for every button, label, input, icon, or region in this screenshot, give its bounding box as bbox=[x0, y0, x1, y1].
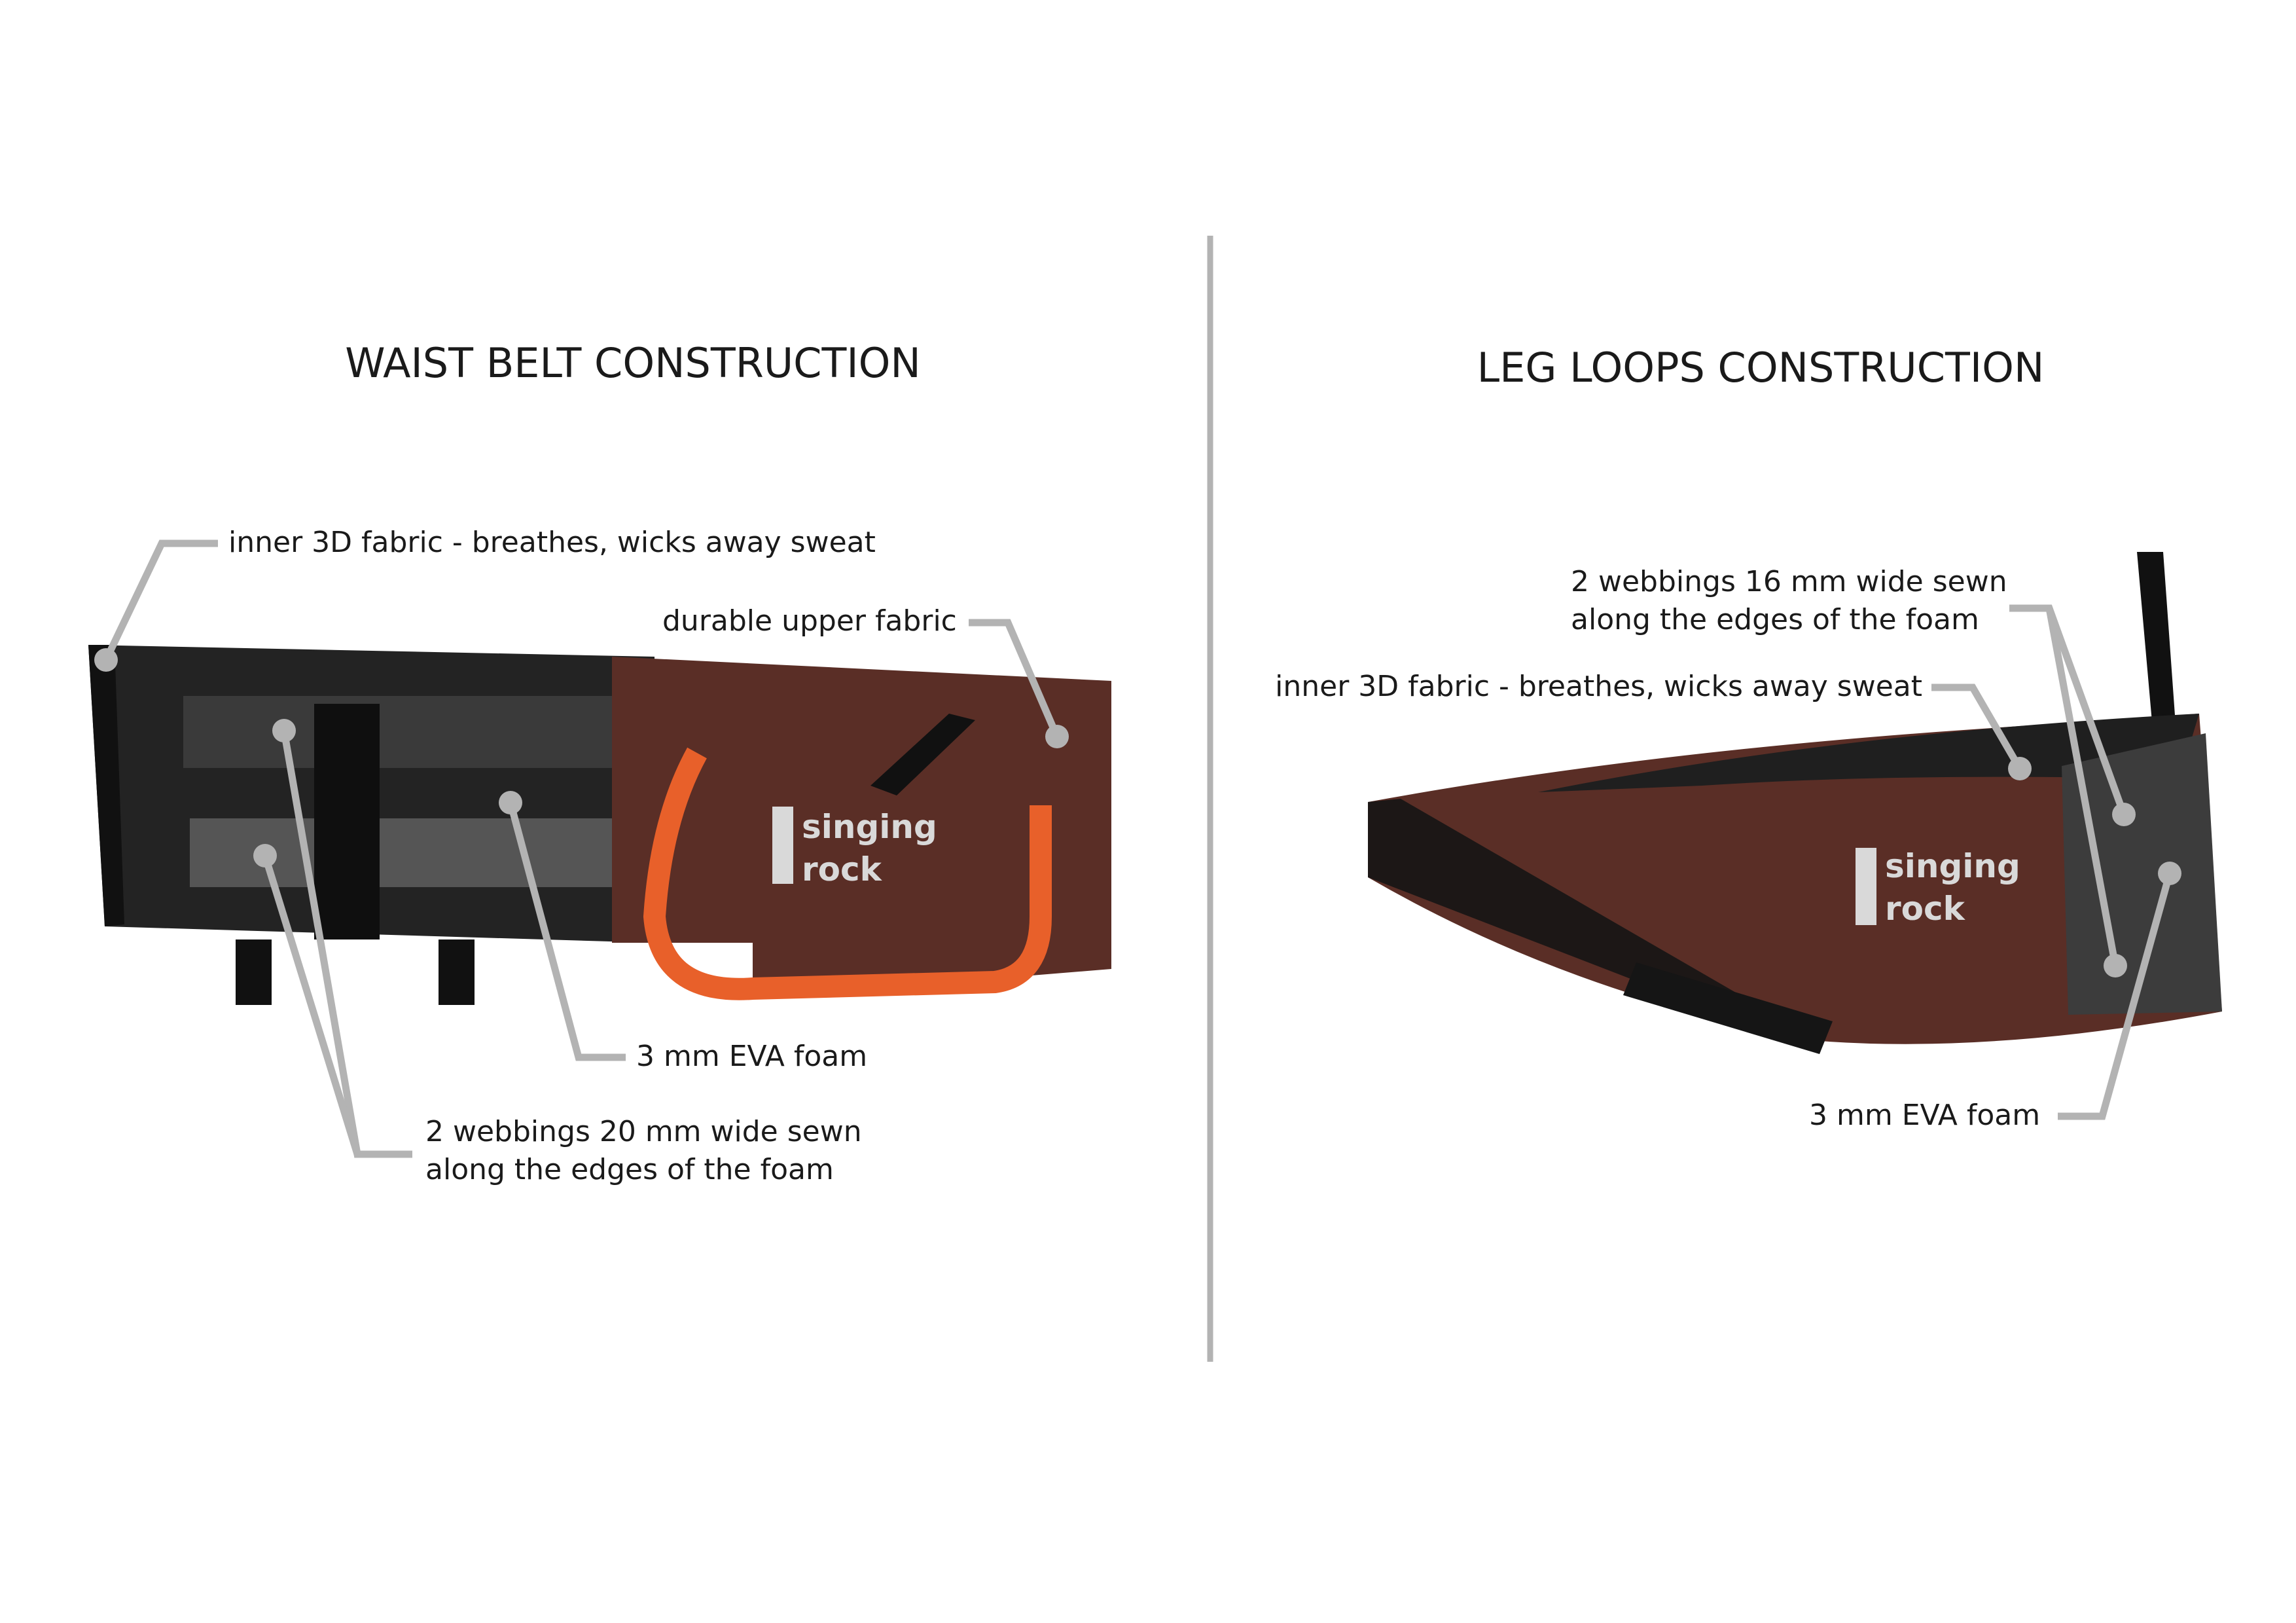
brand-logo-leg-line2: rock bbox=[1885, 890, 1966, 928]
leg-inner-fabric-label: inner 3D fabric - breathes, wicks away s… bbox=[1275, 670, 1922, 703]
leader-lines bbox=[103, 539, 2174, 1158]
leg-webbings-label-1: 2 webbings 16 mm wide sewn bbox=[1571, 565, 2007, 598]
waist-webbings-label-2: along the edges of the foam bbox=[425, 1153, 834, 1186]
leg-loop-image: singing rock bbox=[1368, 552, 2222, 1054]
brand-logo-waist-line1: singing bbox=[802, 808, 937, 846]
leg-loops-title: LEG LOOPS CONSTRUCTION bbox=[1477, 344, 2045, 392]
waist-upper-fabric-label: durable upper fabric bbox=[662, 604, 957, 638]
leg-foam-label: 3 mm EVA foam bbox=[1809, 1099, 2041, 1132]
waist-belt-title: WAIST BELT CONSTRUCTION bbox=[345, 339, 921, 387]
waist-belt-image: singing rock bbox=[88, 645, 1111, 1005]
waist-foam-label: 3 mm EVA foam bbox=[636, 1040, 868, 1073]
waist-webbings-label-1: 2 webbings 20 mm wide sewn bbox=[425, 1115, 862, 1148]
brand-logo-leg-line1: singing bbox=[1885, 847, 2020, 885]
waist-inner-fabric-label: inner 3D fabric - breathes, wicks away s… bbox=[228, 526, 876, 559]
leader-dots bbox=[94, 648, 2181, 977]
leg-webbings-label-2: along the edges of the foam bbox=[1571, 603, 1979, 636]
brand-logo-waist-line2: rock bbox=[802, 850, 883, 888]
